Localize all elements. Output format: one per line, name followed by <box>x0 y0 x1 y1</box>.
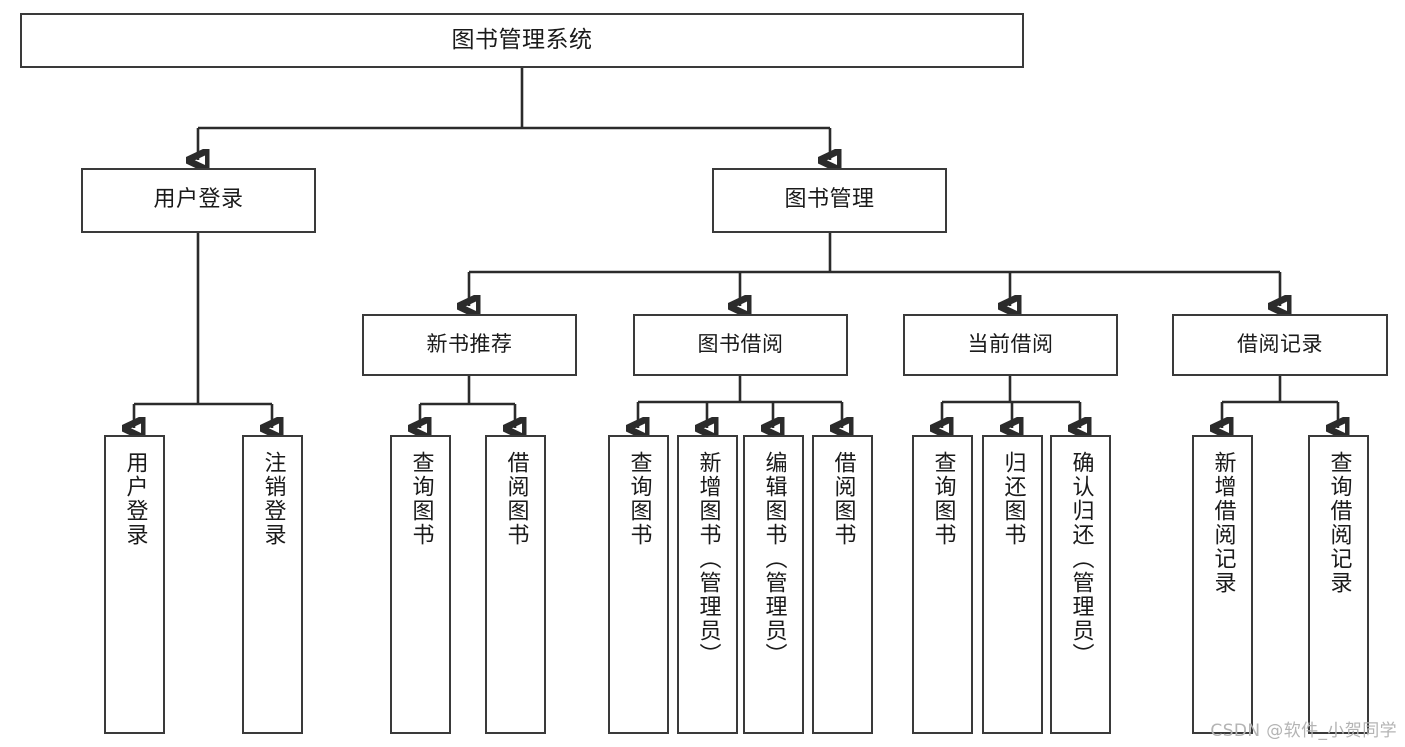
node-label: 图书管理 <box>784 187 875 213</box>
csdn-watermark: CSDN @软件_小贺同学 <box>1210 721 1397 741</box>
node-root-system[interactable]: 图书管理系统 <box>20 13 1024 68</box>
node-label: 编辑图书（管理员） <box>761 451 787 667</box>
node-label: 查询图书 <box>930 451 956 547</box>
node-borrow-record[interactable]: 借阅记录 <box>1172 314 1388 376</box>
node-label: 确认归还（管理员） <box>1068 451 1094 667</box>
node-new-book-recommend[interactable]: 新书推荐 <box>362 314 577 376</box>
node-label: 当前借阅 <box>967 332 1054 357</box>
node-leaf-search-book-recommend[interactable]: 查询图书 <box>390 435 451 734</box>
node-label: 新书推荐 <box>426 332 513 357</box>
node-label: 用户登录 <box>122 451 148 547</box>
node-label: 归还图书 <box>1000 451 1026 547</box>
node-leaf-logout[interactable]: 注销登录 <box>242 435 303 734</box>
node-label: 借阅图书 <box>830 451 856 547</box>
node-label: 查询借阅记录 <box>1326 451 1352 595</box>
node-leaf-borrow-book[interactable]: 借阅图书 <box>812 435 873 734</box>
node-leaf-return-book[interactable]: 归还图书 <box>982 435 1043 734</box>
node-label: 用户登录 <box>153 187 244 213</box>
node-leaf-search-borrow-record[interactable]: 查询借阅记录 <box>1308 435 1369 734</box>
node-label: 查询图书 <box>408 451 434 547</box>
node-label: 查询图书 <box>626 451 652 547</box>
node-label: 借阅图书 <box>503 451 529 547</box>
node-user-login[interactable]: 用户登录 <box>81 168 316 233</box>
node-label: 新增借阅记录 <box>1210 451 1236 595</box>
node-leaf-user-login[interactable]: 用户登录 <box>104 435 165 734</box>
node-label: 注销登录 <box>260 451 286 547</box>
node-leaf-borrow-book-recommend[interactable]: 借阅图书 <box>485 435 546 734</box>
node-leaf-confirm-return-admin[interactable]: 确认归还（管理员） <box>1050 435 1111 734</box>
node-label: 图书管理系统 <box>451 26 593 53</box>
node-book-borrow[interactable]: 图书借阅 <box>633 314 848 376</box>
node-label: 借阅记录 <box>1237 332 1323 357</box>
node-current-borrow[interactable]: 当前借阅 <box>903 314 1118 376</box>
node-label: 新增图书（管理员） <box>695 451 721 667</box>
node-leaf-search-book-borrow[interactable]: 查询图书 <box>608 435 669 734</box>
node-leaf-search-book-current[interactable]: 查询图书 <box>912 435 973 734</box>
node-leaf-add-borrow-record[interactable]: 新增借阅记录 <box>1192 435 1253 734</box>
node-book-management[interactable]: 图书管理 <box>712 168 947 233</box>
node-leaf-edit-book-admin[interactable]: 编辑图书（管理员） <box>743 435 804 734</box>
node-label: 图书借阅 <box>697 332 784 357</box>
node-leaf-add-book-admin[interactable]: 新增图书（管理员） <box>677 435 738 734</box>
